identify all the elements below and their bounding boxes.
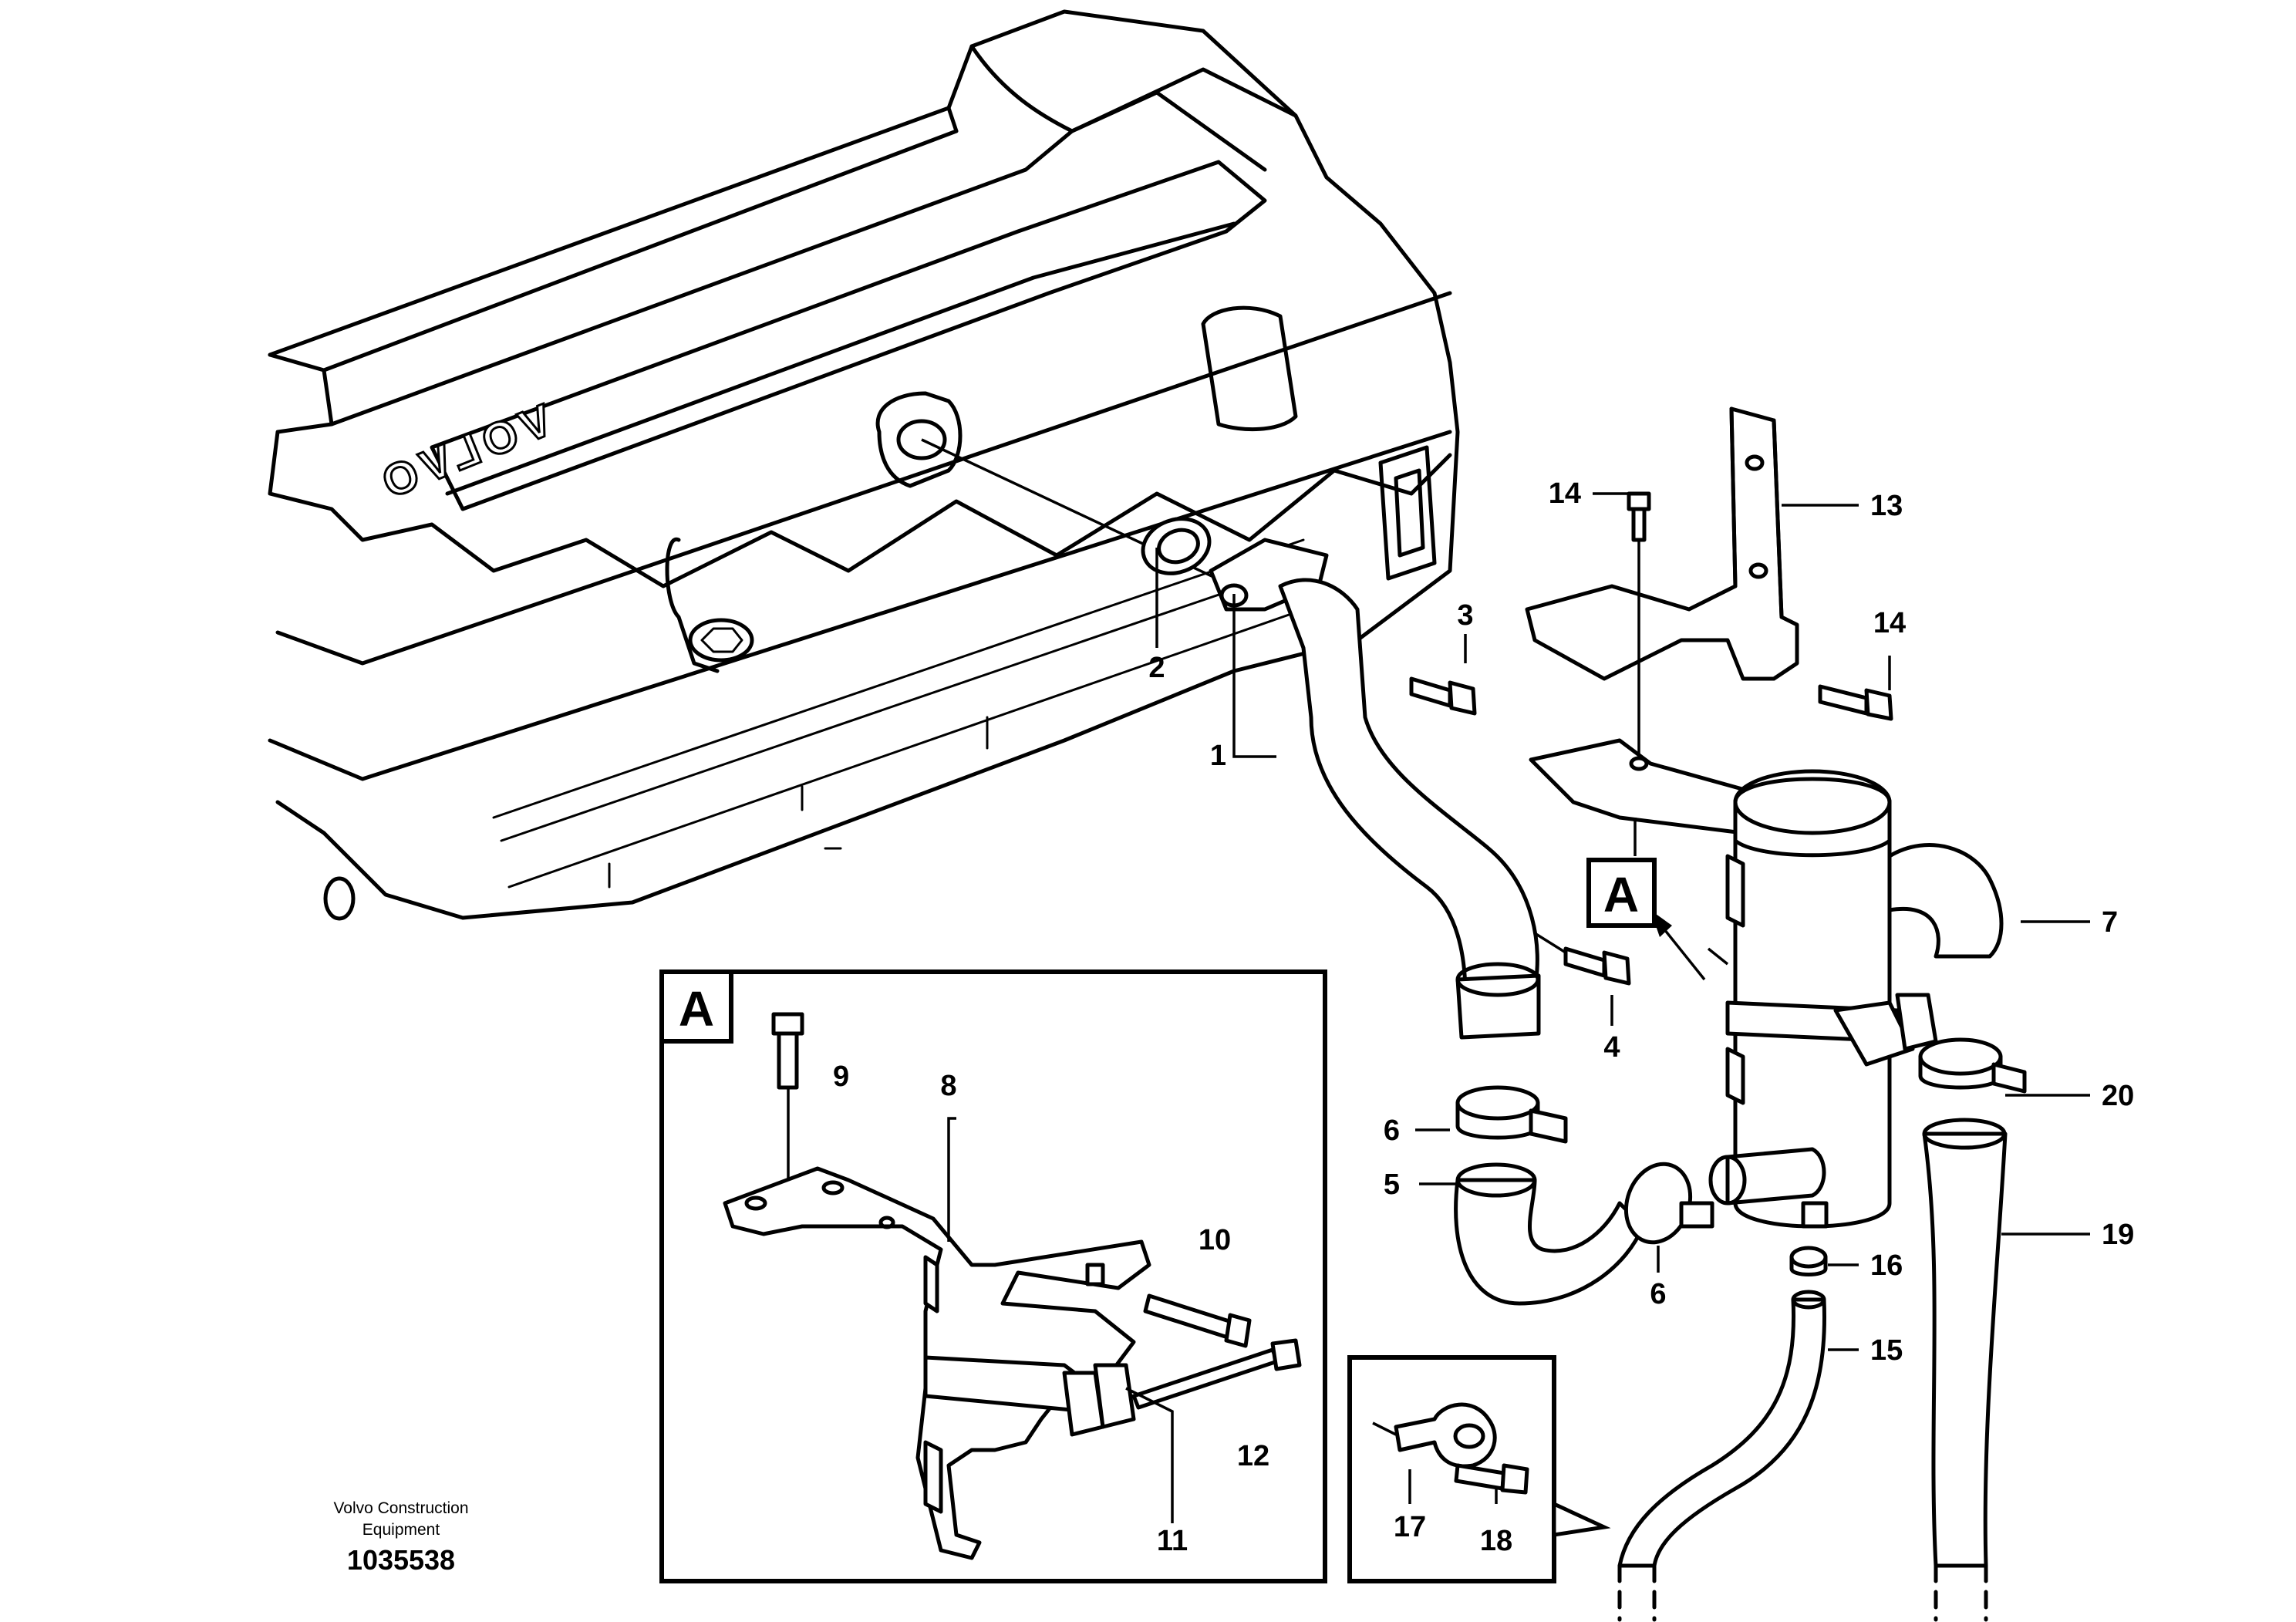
detail-label-a: A — [1603, 867, 1639, 922]
diagram-credit: Volvo Construction Equipment 1035538 — [333, 1499, 468, 1576]
callout-19: 19 — [2102, 1219, 2134, 1251]
callout-6-upper: 6 — [1384, 1114, 1400, 1147]
callout-numbers: 1 2 3 4 5 6 6 7 8 9 10 11 12 13 14 14 15… — [833, 477, 2134, 1557]
separator-outlet-elbow — [1887, 843, 2004, 959]
callout-15: 15 — [1870, 1334, 1903, 1367]
callout-14-right: 14 — [1873, 607, 1906, 639]
credit-line-1: Volvo Construction — [333, 1499, 468, 1517]
callout-5: 5 — [1384, 1168, 1400, 1201]
pipe-assembly — [921, 438, 1541, 1040]
hose-clamp — [1623, 1162, 1714, 1245]
callout-4: 4 — [1603, 1031, 1620, 1064]
callout-1: 1 — [1210, 740, 1226, 772]
detail-panel-label: A — [679, 981, 714, 1037]
callout-18: 18 — [1480, 1525, 1512, 1557]
bracket-13 — [1525, 406, 1893, 802]
callout-8: 8 — [940, 1070, 956, 1102]
detail-panel-clip — [1347, 1355, 1611, 1583]
callout-16: 16 — [1870, 1249, 1903, 1282]
bolt — [1534, 932, 1631, 986]
document-number: 1035538 — [347, 1544, 455, 1576]
callout-10: 10 — [1199, 1224, 1231, 1256]
callout-12: 12 — [1237, 1440, 1269, 1472]
bolt — [1409, 676, 1477, 716]
callout-9: 9 — [833, 1061, 849, 1093]
drain-hose-small — [1617, 1290, 1827, 1622]
oil-separator — [1529, 738, 2004, 1229]
hose-clamp — [1455, 1085, 1568, 1144]
engine-valve-cover: VOLVO — [268, 9, 1460, 921]
callout-14-left: 14 — [1549, 477, 1581, 510]
drain-hose-large — [1922, 1118, 2008, 1622]
callout-20: 20 — [2102, 1080, 2134, 1112]
brand-mark-volvo: VOLVO — [369, 395, 559, 511]
callout-13: 13 — [1870, 490, 1903, 522]
callout-11: 11 — [1157, 1525, 1188, 1557]
detail-reference-a: A — [1586, 858, 1706, 981]
credit-line-2: Equipment — [362, 1521, 440, 1539]
callout-6-lower: 6 — [1650, 1278, 1666, 1310]
hose-clip — [1394, 1402, 1497, 1469]
hose-elbow — [1454, 1162, 1645, 1306]
callout-17: 17 — [1394, 1511, 1426, 1543]
callout-2: 2 — [1148, 652, 1165, 684]
hose-clamp — [1789, 1246, 1828, 1276]
breather-pipe — [1278, 578, 1539, 997]
leader-lines — [1155, 492, 2090, 1351]
separator-canister — [1733, 777, 1892, 1229]
callout-7: 7 — [2102, 906, 2118, 939]
hose-clamp — [1918, 1037, 2027, 1094]
detail-panel-a: A — [659, 969, 1327, 1583]
callout-3: 3 — [1457, 599, 1473, 632]
